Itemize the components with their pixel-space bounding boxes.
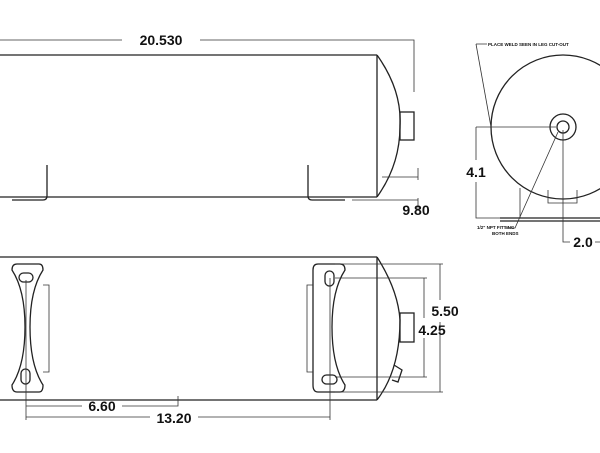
tank-body [0,54,378,198]
plan-view: 6.60 13.20 5.50 4.25 [0,256,459,426]
bracket-left-flange [43,284,50,373]
end-view: PLACE WELD SEEN IN LEG CUT-OUT 1/2" NPT … [466,42,600,250]
weld-note: PLACE WELD SEEN IN LEG CUT-OUT [488,42,569,47]
dim-port-offset: 2.0 [573,234,593,250]
slot [321,374,338,385]
dim-half-spacing: 6.60 [88,398,115,414]
dim-line-port-height [475,126,556,219]
dim-length: 20.530 [140,32,183,48]
dim-leg-height: 9.80 [402,202,429,218]
fitting-small [391,364,403,383]
fitting-plan [399,312,415,343]
dim-port-height: 4.1 [466,164,486,180]
bracket-right [312,263,346,393]
dim-slot-outer: 5.50 [431,303,458,319]
dim-leg-spacing: 13.20 [156,410,191,426]
stand [519,188,578,218]
side-view: 20.530 9.80 [0,32,430,218]
dim-line-leg-height [352,168,419,210]
dim-lines-spacing [25,278,331,420]
bracket-left [11,263,44,393]
slot [20,368,31,385]
fitting-note-2: BOTH ENDS [492,231,519,236]
dim-lines-slots [335,263,443,393]
fitting-leader [505,131,559,229]
tank-dome-plan [376,256,401,401]
tank-dome [376,54,401,198]
base-plate [500,217,600,222]
dim-line-port-offset [562,130,600,243]
weld-leader [475,43,492,128]
tank-body-plan [0,256,378,401]
fitting [399,111,415,141]
leg-right [307,165,345,201]
fitting-note-1: 1/2" NPT FITTING [477,225,515,230]
dim-line-length [0,39,415,92]
bracket-right-flange [306,284,313,373]
dim-slot-inner: 4.25 [418,322,445,338]
slot [324,270,335,287]
leg-left [12,165,48,201]
